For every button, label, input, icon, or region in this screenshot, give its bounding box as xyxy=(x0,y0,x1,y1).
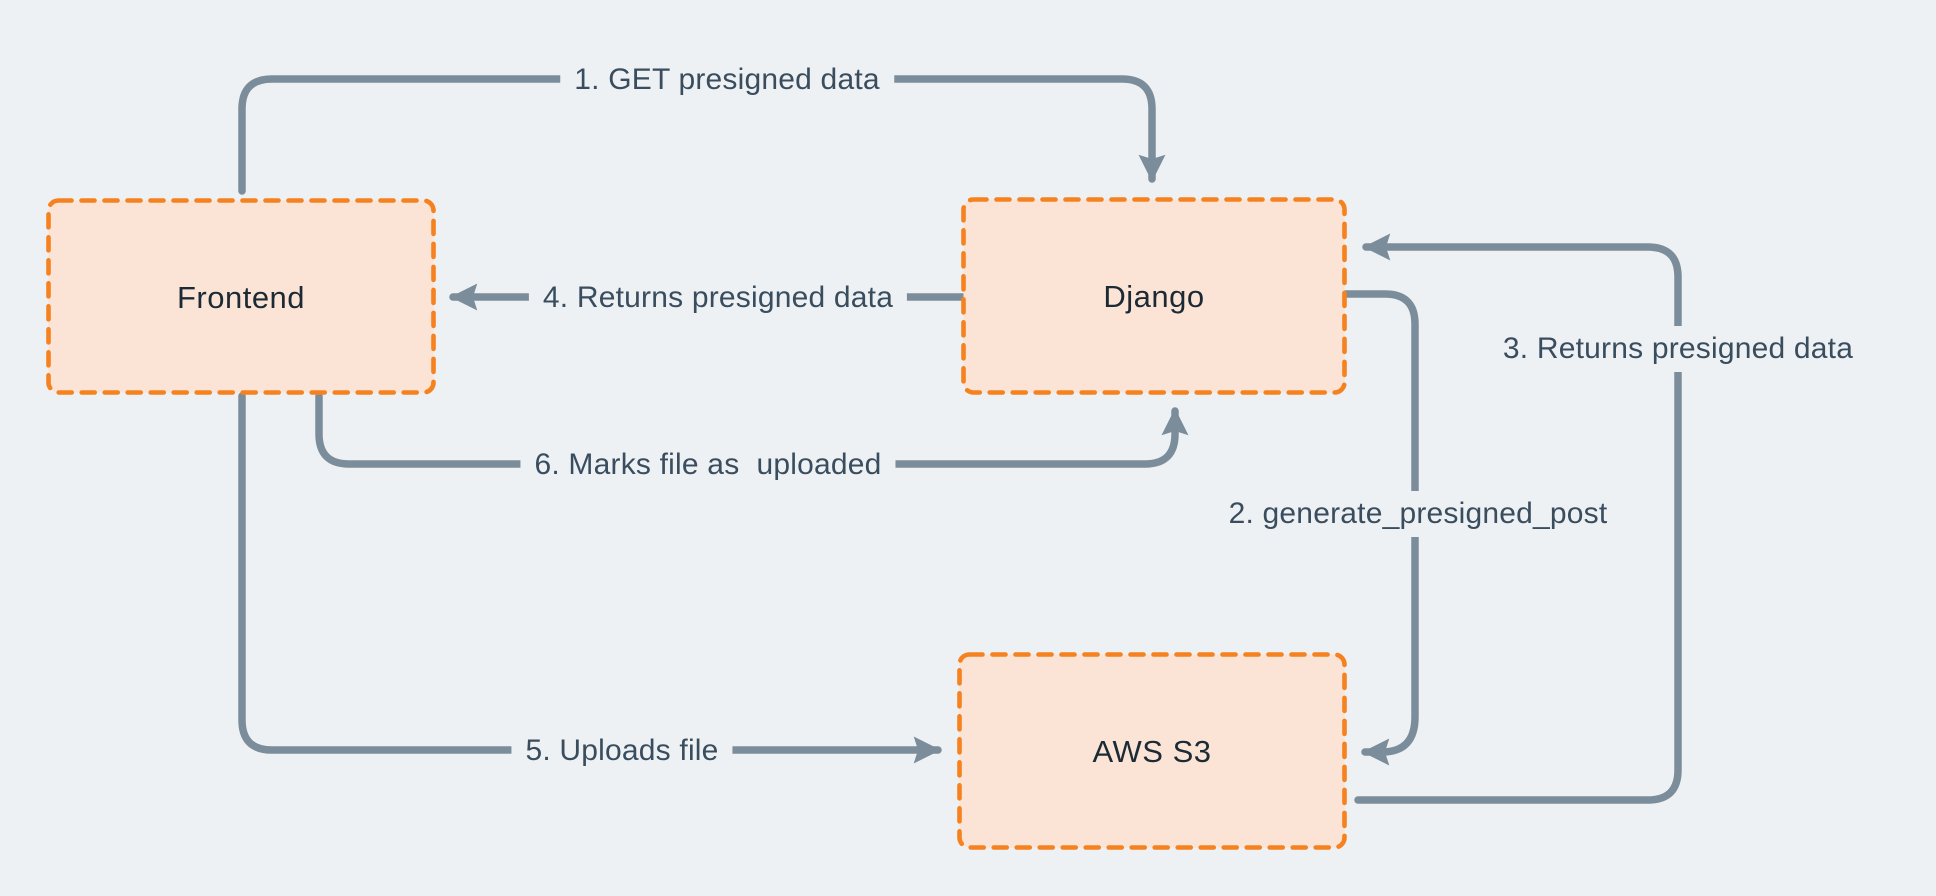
node-aws-s3-label: AWS S3 xyxy=(1092,734,1212,769)
edge-label-3-returns-presigned-data: 3. Returns presigned data xyxy=(1488,326,1868,372)
node-frontend-box xyxy=(46,198,436,395)
edge-3-returns-presigned-data-arrow xyxy=(1354,233,1682,804)
node-django-label: Django xyxy=(1103,279,1205,314)
edge-5-uploads-file-arrow xyxy=(238,392,942,764)
edge-label-4-returns-presigned-data: 4. Returns presigned data xyxy=(528,275,908,321)
edge-label-2-generate-presigned-post: 2. generate_presigned_post xyxy=(1214,491,1622,537)
edge-label-1-get-presigned-data: 1. GET presigned data xyxy=(560,57,894,103)
edge-label-6-marks-file-uploaded: 6. Marks file as uploaded xyxy=(520,442,896,488)
node-frontend-label: Frontend xyxy=(176,280,306,315)
edge-label-5-uploads-file: 5. Uploads file xyxy=(511,728,733,774)
node-django-box xyxy=(961,197,1347,395)
node-aws-s3-box xyxy=(957,652,1347,850)
